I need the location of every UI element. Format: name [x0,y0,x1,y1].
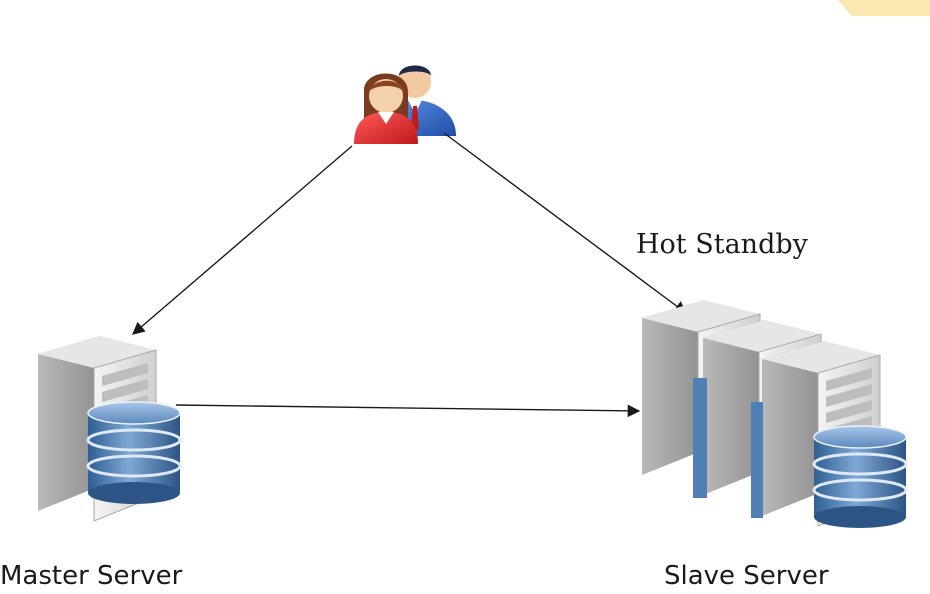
master-server-icon [37,335,182,522]
hot-standby-label: Hot Standby [636,229,808,260]
slave-server-cluster-icon [641,299,908,530]
users-icon [354,65,456,144]
replication-arrow [175,404,641,418]
users-to-slave-arrow [443,132,688,314]
slave-server-label: Slave Server [664,561,829,591]
corner-accent-shape [838,0,930,16]
users-to-master-arrow [132,145,353,335]
master-server-label: Master Server [0,561,183,591]
